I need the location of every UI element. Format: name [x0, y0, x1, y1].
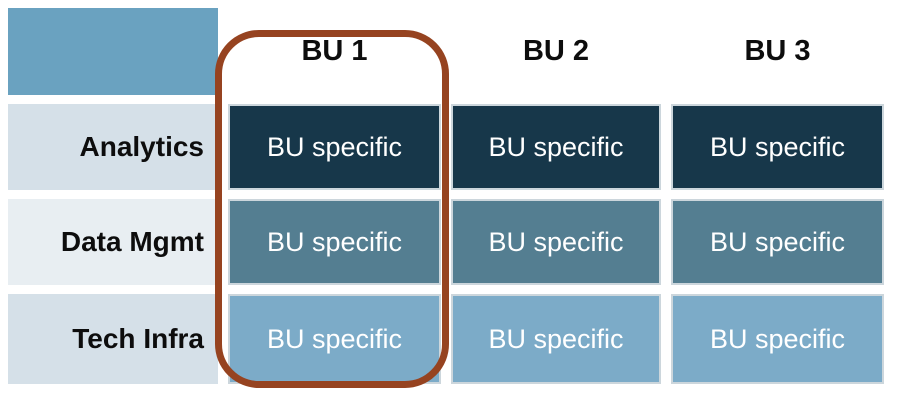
- column-header-bu1: BU 1: [228, 8, 441, 95]
- row-label-tech-infra: Tech Infra: [8, 294, 218, 384]
- cell-data-mgmt-bu1: BU specific: [228, 199, 441, 285]
- cell-data-mgmt-bu2: BU specific: [451, 199, 661, 285]
- cell-data-mgmt-bu3: BU specific: [671, 199, 884, 285]
- column-header-bu3: BU 3: [671, 8, 884, 95]
- cell-analytics-bu1: BU specific: [228, 104, 441, 190]
- cell-analytics-bu3: BU specific: [671, 104, 884, 190]
- cell-tech-infra-bu1: BU specific: [228, 294, 441, 384]
- column-header-bu2: BU 2: [451, 8, 661, 95]
- matrix-grid: BU 1 BU 2 BU 3 Analytics BU specific BU …: [8, 8, 884, 384]
- cell-tech-infra-bu2: BU specific: [451, 294, 661, 384]
- corner-cell: [8, 8, 218, 95]
- cell-tech-infra-bu3: BU specific: [671, 294, 884, 384]
- cell-analytics-bu2: BU specific: [451, 104, 661, 190]
- row-label-analytics: Analytics: [8, 104, 218, 190]
- row-label-data-mgmt: Data Mgmt: [8, 199, 218, 285]
